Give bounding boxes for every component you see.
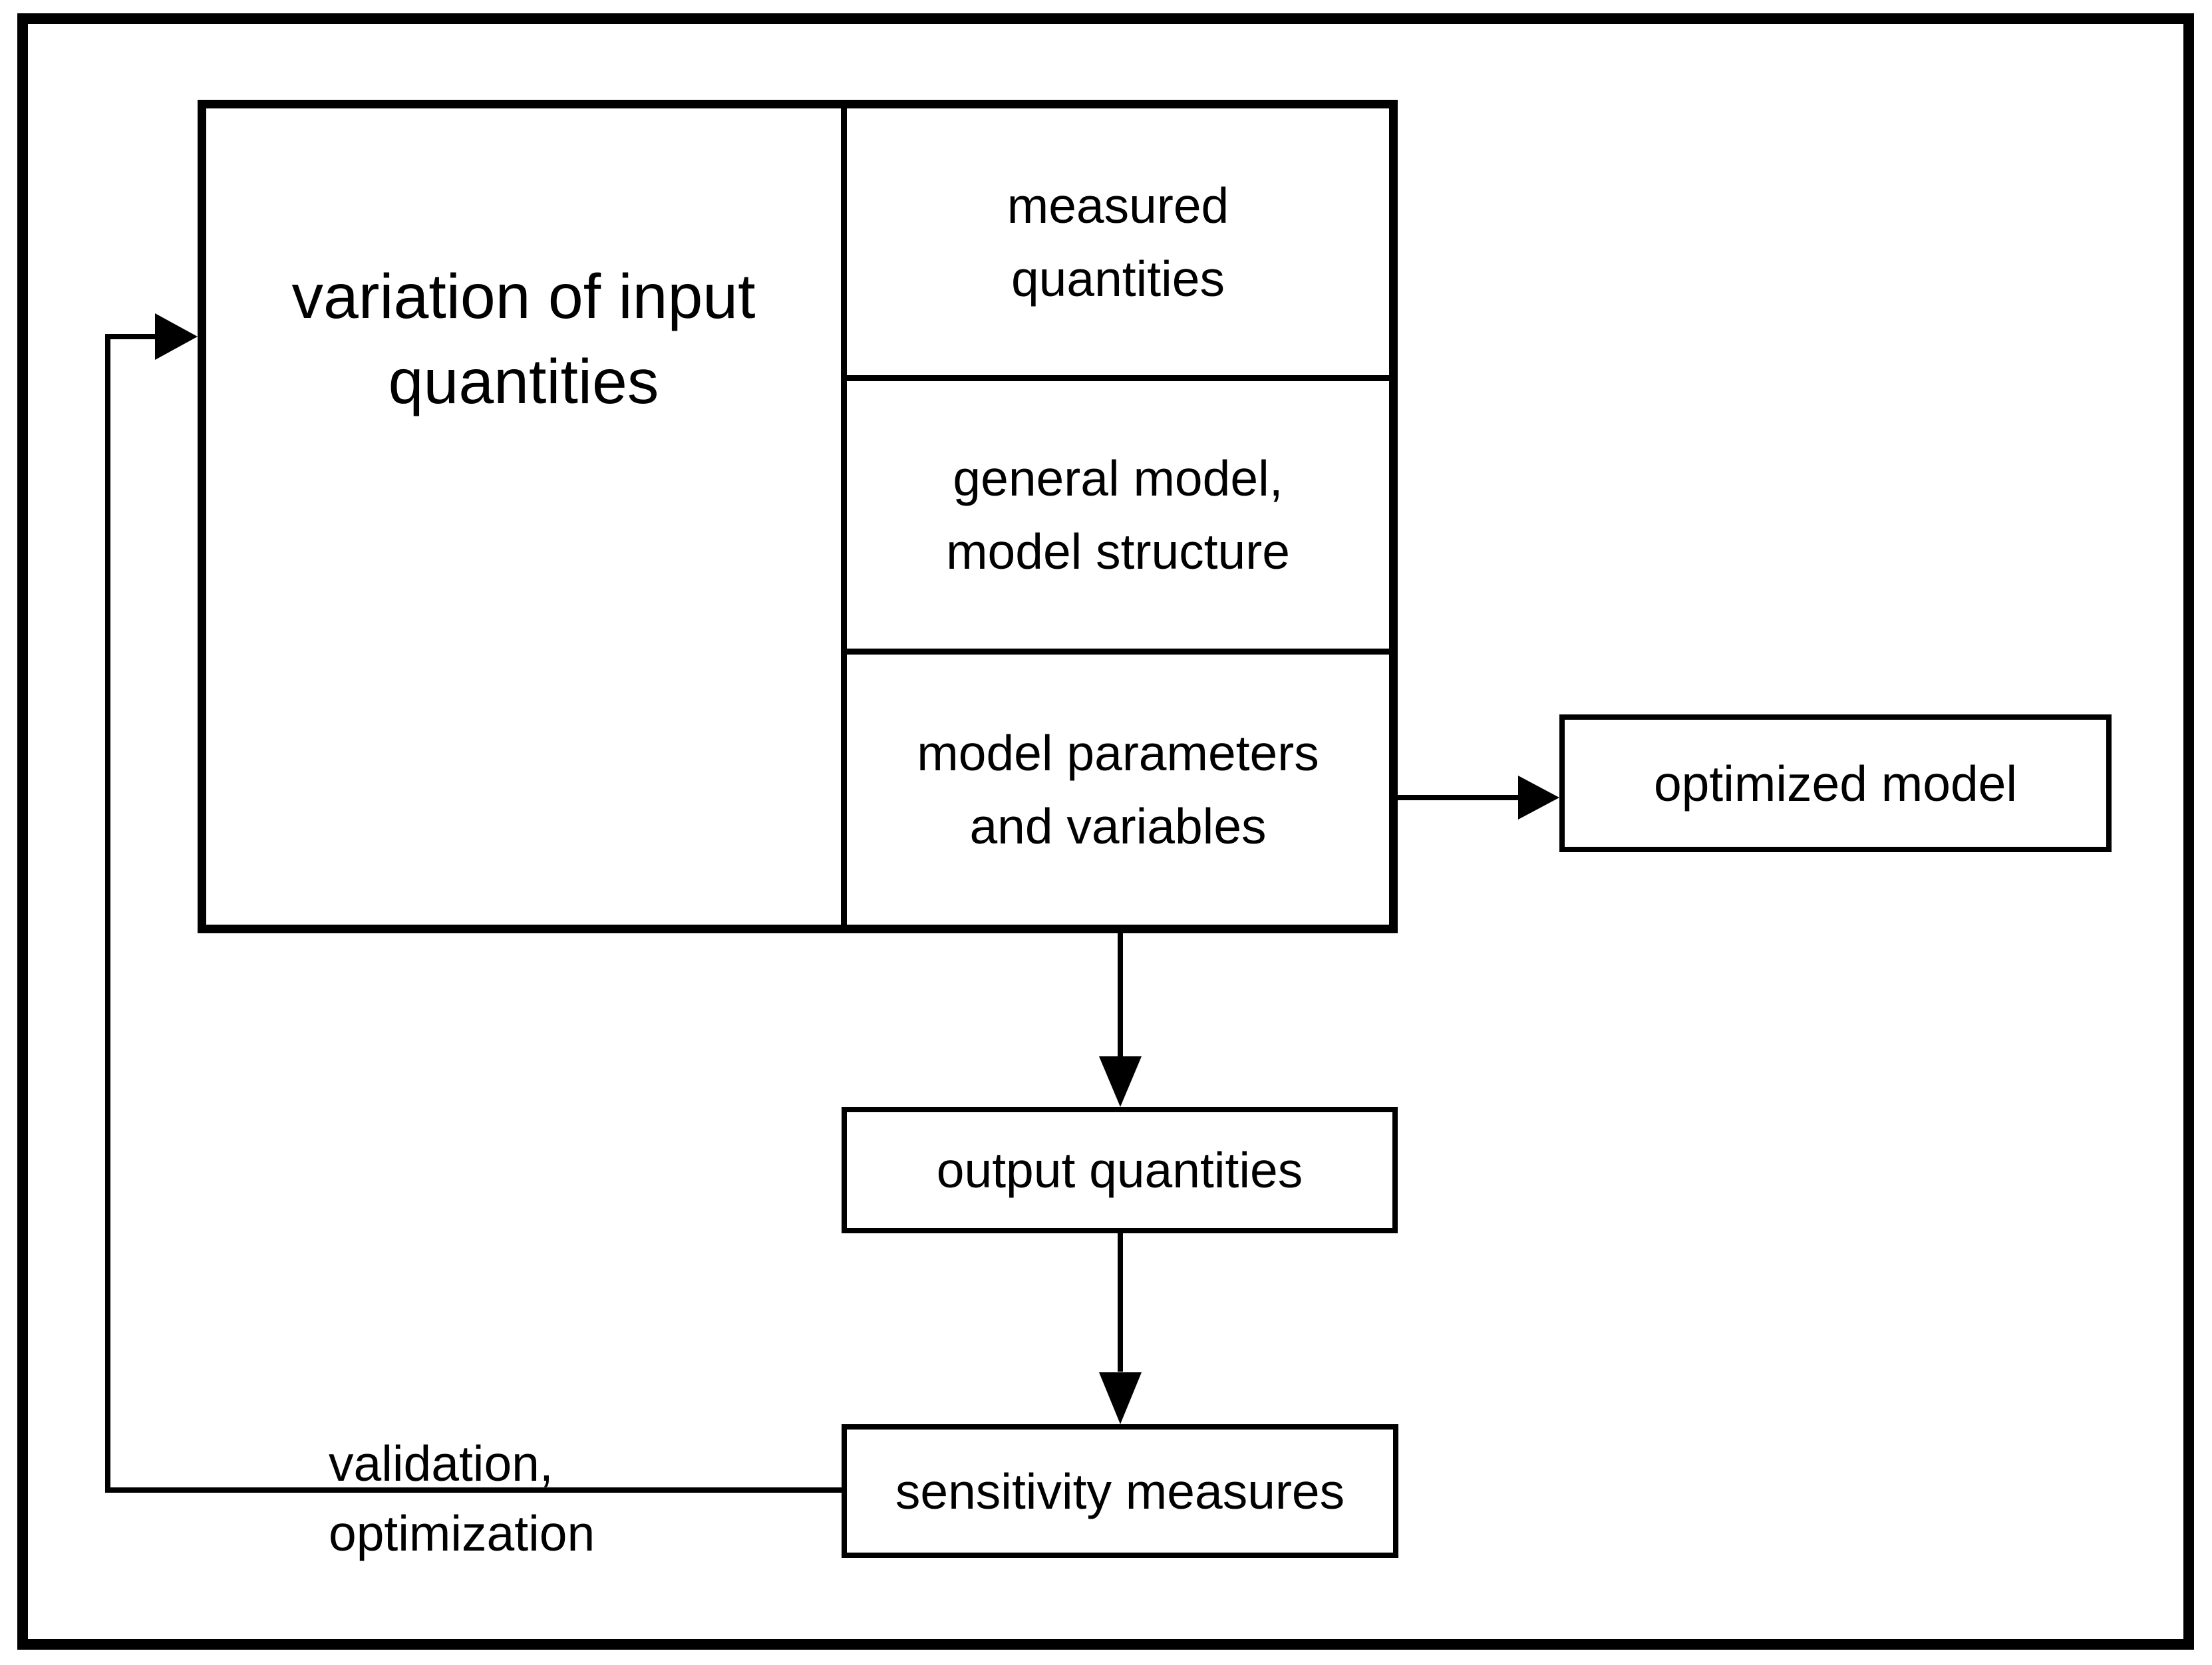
variation-cell: variation of input quantities (206, 108, 841, 925)
output-quantities-box: output quantities (842, 1107, 1398, 1233)
feedback-label-line1: validation, (329, 1436, 553, 1491)
model-parameters-line1: model parameters (917, 725, 1319, 781)
connector-bigbox-to-output (1118, 933, 1123, 1056)
general-model-cell: general model, model structure (847, 381, 1389, 649)
connector-to-optimized-model (1398, 795, 1519, 800)
output-quantities-label: output quantities (936, 1142, 1303, 1198)
measured-quantities-line1: measured (1007, 177, 1229, 233)
outer-border (17, 13, 2194, 1650)
variation-title-line2: quantities (388, 347, 659, 417)
measured-quantities-cell: measured quantities (847, 108, 1389, 375)
general-model-line2: model structure (946, 524, 1290, 579)
vertical-cell-divider (841, 108, 847, 925)
general-model-line1: general model, (953, 450, 1283, 506)
arrowhead-down-icon (1099, 1056, 1142, 1107)
optimized-model-label: optimized model (1653, 755, 2018, 812)
input-variation-box: variation of input quantities measured q… (198, 100, 1398, 933)
measured-quantities-line2: quantities (1011, 250, 1225, 307)
feedback-arrowhead-right-icon (155, 313, 198, 360)
feedback-line-stub (105, 334, 156, 339)
model-parameters-cell: model parameters and variables (847, 655, 1389, 925)
feedback-line-vertical (105, 334, 110, 1493)
arrowhead-down-icon-2 (1099, 1372, 1142, 1424)
cell-divider-1 (847, 375, 1389, 381)
model-parameters-line2: and variables (969, 798, 1267, 854)
sensitivity-measures-label: sensitivity measures (895, 1463, 1345, 1519)
feedback-label-line2: optimization (329, 1505, 595, 1561)
cell-divider-2 (847, 649, 1389, 655)
optimized-model-box: optimized model (1559, 714, 2112, 852)
variation-title-line1: variation of input (291, 261, 756, 332)
feedback-label: validation, optimization (329, 1429, 595, 1569)
sensitivity-measures-box: sensitivity measures (842, 1424, 1398, 1558)
input-column: measured quantities general model, model… (847, 108, 1389, 925)
connector-output-to-sensitivity (1118, 1233, 1123, 1372)
feedback-line-horizontal (105, 1487, 842, 1493)
arrowhead-right-icon (1518, 776, 1559, 820)
